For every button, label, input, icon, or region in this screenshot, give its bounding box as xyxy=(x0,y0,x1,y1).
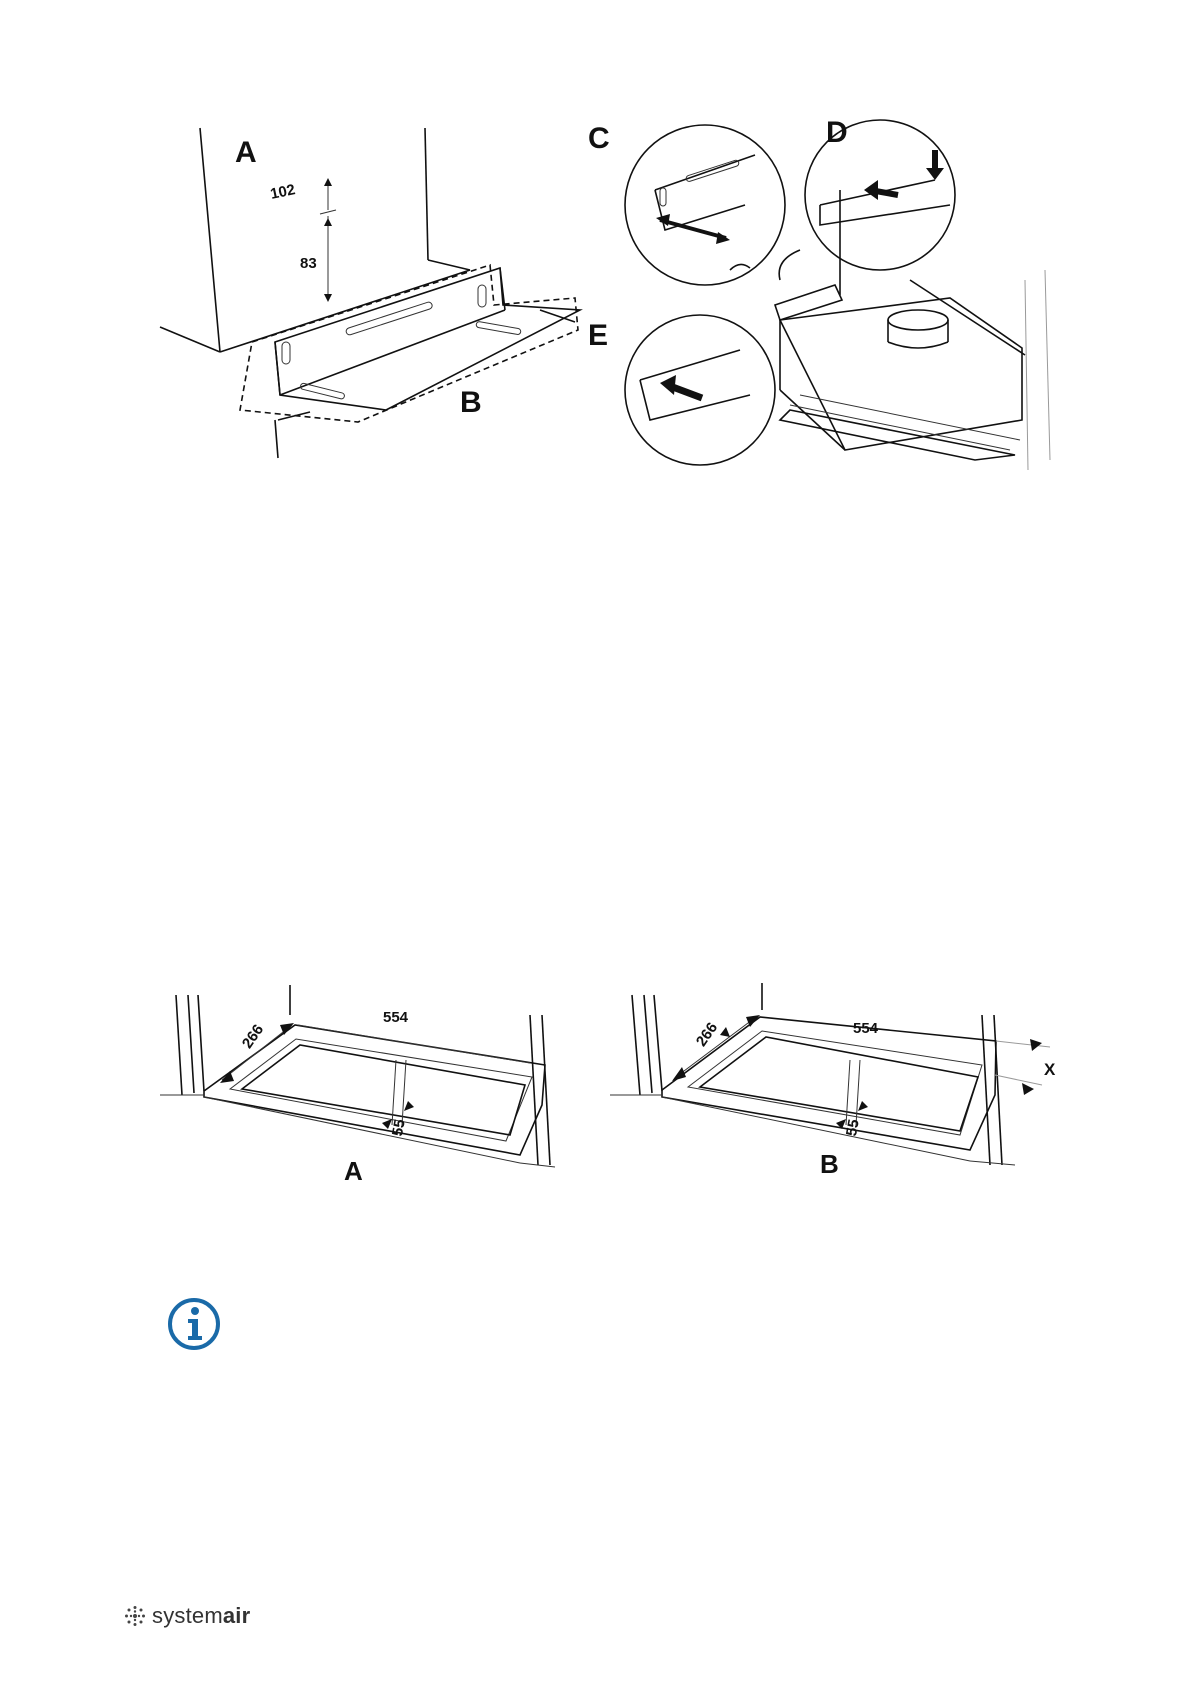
label-e: E xyxy=(588,319,608,352)
figure-cutout-b: 266 554 55 X B xyxy=(610,975,1060,1180)
dim-gap: 55 xyxy=(389,1118,409,1137)
dim-x: X xyxy=(1044,1060,1056,1079)
figure-label-b: B xyxy=(820,1149,839,1179)
dim-gap: 55 xyxy=(843,1118,863,1137)
info-icon xyxy=(166,1296,222,1352)
brand-name-part2: air xyxy=(223,1603,251,1628)
systemair-dots-icon xyxy=(124,1605,146,1627)
dim-upper: 102 xyxy=(269,181,297,203)
figure-label-a: A xyxy=(344,1156,363,1186)
figure-wall-bracket: A B 102 83 xyxy=(160,120,620,490)
label-bracket: B xyxy=(460,386,482,419)
dim-width: 554 xyxy=(383,1009,409,1026)
dim-depth: 266 xyxy=(239,1021,267,1051)
dim-width: 554 xyxy=(853,1020,879,1037)
brand-name-part1: system xyxy=(152,1603,223,1628)
brand-logo: systemair xyxy=(124,1603,250,1629)
dim-lower: 83 xyxy=(300,255,317,272)
label-d: D xyxy=(826,116,848,149)
label-wall: A xyxy=(235,136,257,169)
brand-name: systemair xyxy=(152,1603,250,1629)
dim-depth: 266 xyxy=(693,1019,721,1049)
figure-hood-details: C D E xyxy=(630,120,1070,500)
figure-cutout-a: 266 554 55 A xyxy=(160,985,570,1185)
label-c: C xyxy=(588,122,610,155)
